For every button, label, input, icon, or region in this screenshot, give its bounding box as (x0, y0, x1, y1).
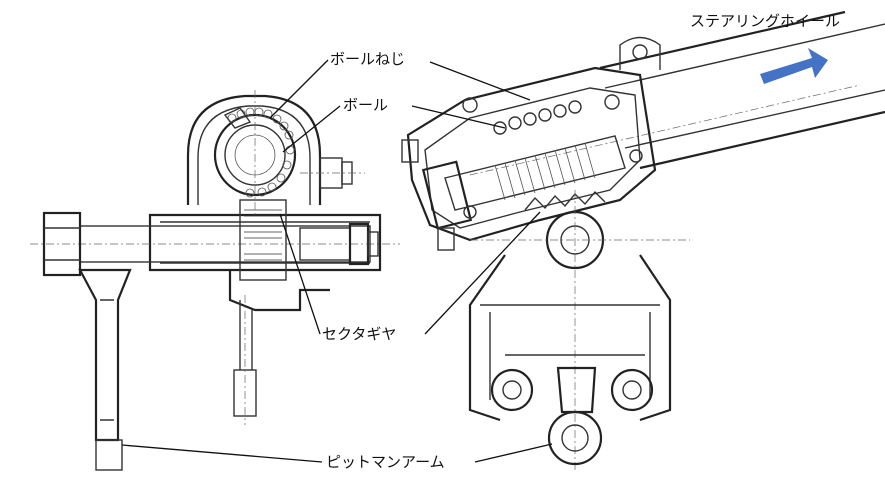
steering-direction-arrow (760, 48, 828, 84)
label-sector-gear: セクタギヤ (322, 325, 397, 343)
label-pitman-arm: ピットマンアーム (326, 453, 445, 471)
left-side-view (30, 90, 400, 471)
label-steering-wheel: ステアリングホイール (690, 12, 841, 30)
label-ball: ボール (343, 96, 389, 114)
leader-lines (121, 59, 553, 463)
label-ball-screw: ボールねじ (330, 50, 406, 68)
right-front-view (401, 10, 885, 470)
